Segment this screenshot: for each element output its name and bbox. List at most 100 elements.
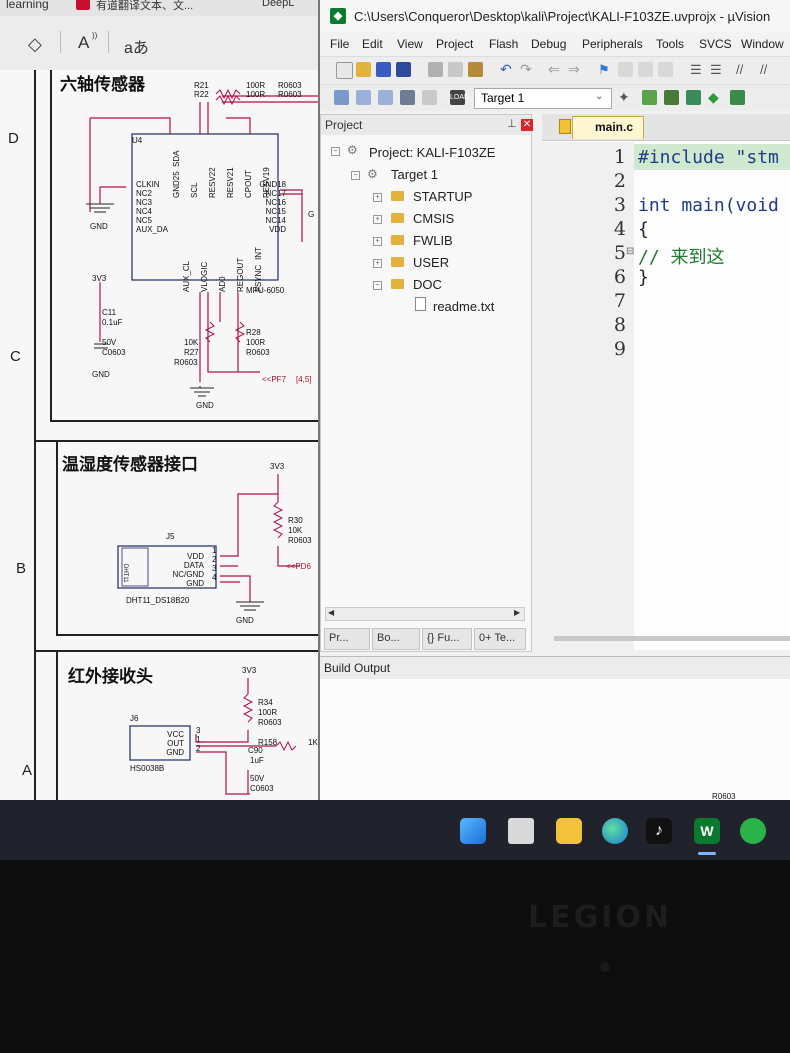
nav-back-icon[interactable]: ⇐ [548, 61, 560, 77]
pack-installer-icon[interactable] [664, 90, 679, 105]
menu-view[interactable]: View [397, 37, 423, 51]
paste-icon[interactable] [468, 62, 483, 77]
bookmark-prev-icon[interactable] [618, 62, 633, 77]
manage-project-icon[interactable] [642, 90, 657, 105]
close-icon[interactable]: ✕ [521, 119, 533, 131]
run-time-env-icon[interactable] [686, 90, 701, 105]
pin-label: DATA [183, 561, 204, 570]
target-select[interactable]: Target 1 ⌄ [474, 88, 612, 109]
panel-tab-project[interactable]: Pr... [324, 628, 370, 650]
menu-edit[interactable]: Edit [362, 37, 383, 51]
bookmark-next-icon[interactable] [638, 62, 653, 77]
tree-item-target[interactable]: Target 1 [391, 167, 438, 182]
editor-horizontal-scrollbar[interactable] [554, 636, 790, 641]
build-output-text[interactable] [320, 679, 790, 800]
tree-group-user[interactable]: USER [413, 255, 450, 270]
multi-project-icon[interactable] [730, 90, 745, 105]
keil-uvision-icon[interactable]: W [694, 818, 720, 844]
menu-tools[interactable]: Tools [656, 37, 685, 51]
ground-label: GND [92, 370, 110, 379]
resistor-value: 100R [258, 708, 278, 717]
file-explorer-icon[interactable] [556, 818, 582, 844]
menu-file[interactable]: File [330, 37, 350, 51]
expand-icon[interactable]: + [373, 259, 382, 268]
expand-icon[interactable]: + [373, 193, 382, 202]
bookmark-clear-icon[interactable] [658, 62, 673, 77]
save-all-icon[interactable] [396, 62, 411, 77]
batch-build-icon[interactable] [400, 90, 415, 105]
redo-icon[interactable]: ↷ [520, 61, 532, 77]
browser-tab-translate[interactable]: 有道翻译文本、文... [96, 0, 194, 12]
tree-group-fwlib[interactable]: FWLIB [413, 233, 453, 248]
pin-icon[interactable]: ⊥ [507, 118, 517, 130]
edge-browser-icon[interactable] [602, 818, 628, 844]
fold-icon[interactable]: ⊟ [626, 246, 635, 257]
panel-tab-templates[interactable]: 0+ Te... [474, 628, 526, 650]
indent-icon[interactable]: ☰ [690, 62, 702, 77]
undo-icon[interactable]: ↶ [500, 61, 512, 77]
toolbar-divider [108, 31, 109, 53]
bookmark-icon[interactable]: ⚑ [598, 62, 610, 77]
comment-icon[interactable]: // [736, 62, 744, 77]
browser-tab-learning[interactable]: learning [6, 0, 49, 11]
stop-build-icon[interactable] [422, 90, 437, 105]
windows-start-icon[interactable] [460, 818, 486, 844]
diamond-icon[interactable]: ◆ [708, 89, 719, 105]
line-number: 8 [613, 314, 626, 336]
copy-icon[interactable] [448, 62, 463, 77]
read-aloud-button[interactable]: A [78, 33, 90, 52]
tree-group-cmsis[interactable]: CMSIS [413, 211, 455, 226]
horizontal-scrollbar[interactable]: ◀ ▶ [325, 607, 525, 621]
editor-tab-main-c[interactable]: main.c [559, 116, 644, 139]
pin-label: CPOUT [244, 170, 253, 198]
tiktok-icon[interactable]: ♪ [646, 818, 672, 844]
download-icon[interactable]: LOAD [450, 90, 469, 105]
frame-border [56, 634, 320, 636]
wechat-icon[interactable] [740, 818, 766, 844]
collapse-icon[interactable]: − [331, 147, 340, 156]
panel-tab-functions[interactable]: {} Fu... [422, 628, 472, 650]
menu-debug[interactable]: Debug [531, 37, 567, 51]
panel-tab-books[interactable]: Bo... [372, 628, 420, 650]
task-view-icon[interactable] [508, 818, 534, 844]
menu-flash[interactable]: Flash [489, 37, 519, 51]
tree-group-startup[interactable]: STARTUP [413, 189, 473, 204]
zone-label: A [22, 762, 33, 779]
frame-border [50, 70, 52, 422]
translate-icon[interactable] [334, 90, 349, 105]
menu-window[interactable]: Window [741, 37, 784, 51]
unindent-icon[interactable]: ☰ [710, 62, 722, 77]
rebuild-icon[interactable] [378, 90, 393, 105]
scroll-left-icon[interactable]: ◀ [328, 608, 335, 617]
resistor-package: R0603 [258, 718, 282, 727]
eraser-icon[interactable]: ◇ [28, 34, 42, 54]
new-file-icon[interactable] [336, 62, 353, 79]
uncomment-icon[interactable]: // [760, 62, 768, 77]
pdf-viewer-toolbar: learning 有道翻译文本、文... DeepL ◇ A )) aあ [0, 0, 320, 71]
build-icon[interactable] [356, 90, 371, 105]
menu-svcs[interactable]: SVCS [699, 37, 732, 51]
expand-icon[interactable]: + [373, 215, 382, 224]
menu-peripherals[interactable]: Peripherals [582, 37, 643, 51]
code-area[interactable]: #include "stm int main(void { // 来到这 } [634, 142, 790, 650]
save-icon[interactable] [376, 62, 391, 77]
target-options-icon[interactable]: ✦ [618, 89, 630, 105]
menu-project[interactable]: Project [436, 37, 474, 51]
open-folder-icon[interactable] [356, 62, 371, 77]
resistor-ref: R30 [288, 516, 303, 525]
cut-icon[interactable] [428, 62, 443, 77]
chip-marking: DHT11 [122, 564, 128, 583]
tree-item-project[interactable]: Project: KALI-F103ZE [369, 145, 496, 160]
browser-tab-deepl[interactable]: DeepL [262, 0, 295, 9]
part-name: DHT11_DS18B20 [126, 596, 190, 605]
nav-forward-icon[interactable]: ⇒ [568, 61, 580, 77]
pin-label: NC16 [265, 198, 286, 207]
translate-button[interactable]: aあ [124, 40, 149, 57]
collapse-icon[interactable]: − [373, 281, 382, 290]
line-number-gutter: 1 2 3 4 5 6 7 8 9 ⊟ [542, 142, 634, 650]
expand-icon[interactable]: + [373, 237, 382, 246]
collapse-icon[interactable]: − [351, 171, 360, 180]
tree-file-readme[interactable]: readme.txt [433, 299, 495, 314]
tree-group-doc[interactable]: DOC [413, 277, 442, 292]
scroll-right-icon[interactable]: ▶ [514, 608, 521, 617]
